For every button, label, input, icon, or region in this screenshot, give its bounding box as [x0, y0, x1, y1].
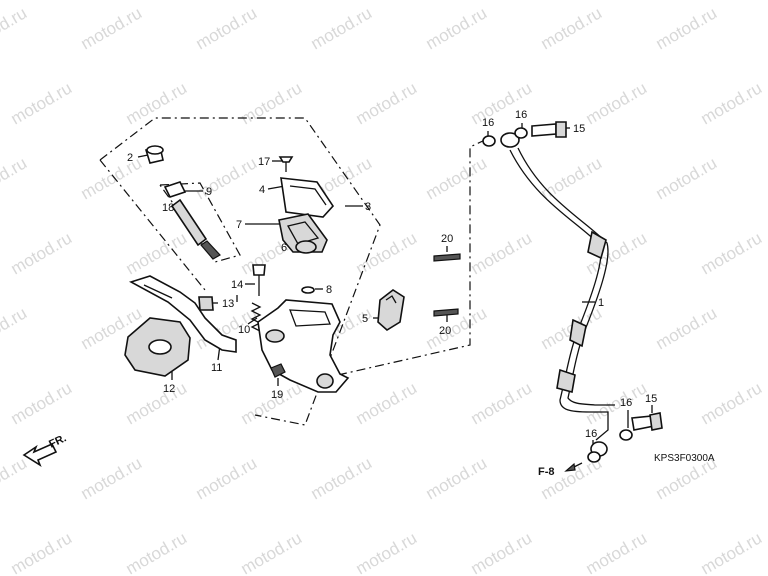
watermark: motod.ru: [123, 528, 191, 576]
watermark: motod.ru: [8, 78, 76, 128]
watermark: motod.ru: [538, 3, 606, 53]
label-part-14: 14: [231, 279, 243, 291]
watermark: motod.ru: [123, 78, 191, 128]
label-part-8: 8: [326, 284, 332, 296]
label-part-19: 19: [271, 389, 283, 401]
watermark: motod.ru: [8, 228, 76, 278]
label-part-16-top-right: 16: [515, 109, 527, 121]
watermark: motod.ru: [423, 153, 491, 203]
label-part-15-bottom: 15: [645, 393, 657, 405]
watermark: motod.ru: [698, 78, 766, 128]
watermark: motod.ru: [193, 3, 261, 53]
label-part-17: 18: [162, 202, 174, 214]
watermark: motod.ru: [0, 453, 30, 503]
label-part-7: 7: [236, 219, 242, 231]
label-part-6: 6: [281, 242, 287, 254]
watermark: motod.ru: [468, 378, 536, 428]
watermark: motod.ru: [78, 3, 146, 53]
watermark: motod.ru: [353, 378, 421, 428]
watermark: motod.ru: [583, 78, 651, 128]
watermark: motod.ru: [123, 378, 191, 428]
watermark: motod.ru: [308, 453, 376, 503]
label-part-4: 4: [259, 184, 265, 196]
label-part-20-upper: 20: [441, 233, 453, 245]
watermark: motod.ru: [78, 153, 146, 203]
watermark: motod.ru: [353, 528, 421, 576]
watermark: motod.ru: [0, 303, 30, 353]
label-part-20-lower: 20: [439, 325, 451, 337]
watermark: motod.ru: [698, 228, 766, 278]
watermark: motod.ru: [653, 3, 721, 53]
label-part-16-bottom-left: 16: [585, 428, 597, 440]
reference-f8-label: F-8: [538, 466, 555, 478]
watermark: motod.ru: [468, 528, 536, 576]
watermark: motod.ru: [308, 3, 376, 53]
watermark: motod.ru: [193, 453, 261, 503]
watermark: motod.ru: [238, 78, 306, 128]
watermark: motod.ru: [653, 303, 721, 353]
watermark: motod.ru: [653, 153, 721, 203]
parts-drawing: [22, 121, 663, 472]
watermark: motod.ru: [123, 228, 191, 278]
watermark: motod.ru: [193, 153, 261, 203]
watermark: motod.ru: [423, 453, 491, 503]
front-direction-label: FR.: [47, 432, 68, 450]
watermark: motod.ru: [0, 153, 30, 203]
watermark: motod.ru: [8, 528, 76, 576]
part-labels: 2 17 4 3 9 18 7 6 8 5 14 10 13 11 12 19 …: [47, 109, 715, 478]
watermark: motod.ru: [353, 78, 421, 128]
watermark: motod.ru: [583, 528, 651, 576]
diagram-code: KPS3F0300A: [654, 453, 715, 464]
watermark: motod.ru: [698, 378, 766, 428]
watermark: motod.ru: [538, 153, 606, 203]
label-part-12: 12: [163, 383, 175, 395]
label-part-15-top: 15: [573, 123, 585, 135]
label-part-13: 13: [222, 298, 234, 310]
watermark: motod.ru: [238, 528, 306, 576]
watermark: motod.ru: [468, 228, 536, 278]
label-part-10: 10: [238, 324, 250, 336]
label-part-3: 3: [365, 201, 371, 213]
watermark: motod.ru: [698, 528, 766, 576]
label-part-16-top-left: 16: [482, 117, 494, 129]
watermark: motod.ru: [238, 378, 306, 428]
label-part-9: 9: [206, 186, 212, 198]
watermark: motod.ru: [8, 378, 76, 428]
label-part-11: 11: [211, 362, 222, 374]
label-part-2: 2: [127, 152, 133, 164]
label-part-18: 17: [258, 156, 270, 168]
label-part-1: 1: [598, 297, 604, 309]
label-part-16-bottom-right: 16: [620, 397, 632, 409]
watermark: motod.ru: [423, 3, 491, 53]
watermark: motod.ru: [78, 453, 146, 503]
label-part-5: 5: [362, 313, 368, 325]
watermark: motod.ru: [0, 3, 30, 53]
